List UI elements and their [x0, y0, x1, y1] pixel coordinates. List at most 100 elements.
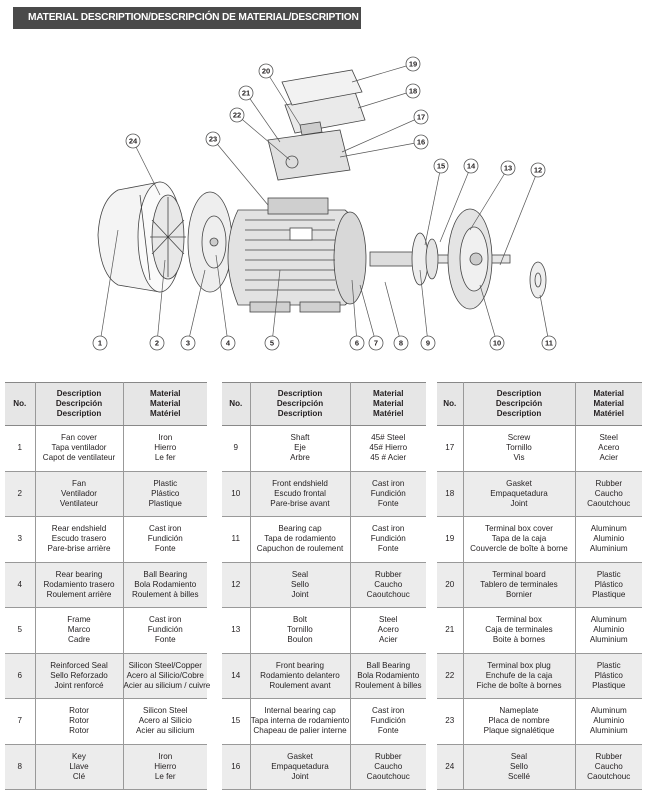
callout-17: 17 [413, 109, 429, 125]
svg-text:24: 24 [129, 137, 138, 146]
exploded-motor-diagram: 1 2 3 4 5 6 7 8 9 10 11 12 13 14 15 16 1… [92, 56, 557, 351]
callout-1: 1 [92, 335, 108, 351]
part-number: 21 [437, 607, 464, 654]
col-header-no: No. [437, 382, 464, 426]
bearing-cap-drawing [529, 261, 547, 299]
svg-text:21: 21 [242, 89, 250, 98]
part-number: 17 [437, 425, 464, 472]
part-number: 11 [222, 516, 251, 563]
part-number: 13 [222, 607, 251, 654]
svg-text:18: 18 [409, 87, 417, 96]
part-number: 23 [437, 698, 464, 745]
callout-22: 22 [229, 107, 245, 123]
part-number: 1 [5, 425, 36, 472]
svg-text:9: 9 [426, 339, 430, 348]
svg-text:11: 11 [545, 339, 553, 348]
rear-endshield-drawing [187, 191, 233, 293]
part-number: 20 [437, 562, 464, 608]
svg-text:2: 2 [155, 339, 159, 348]
frame-drawing [227, 197, 367, 313]
svg-text:22: 22 [233, 111, 241, 120]
fan-drawing [150, 194, 186, 280]
callout-10: 10 [489, 335, 505, 351]
callout-18: 18 [405, 83, 421, 99]
callout-19: 19 [405, 56, 421, 72]
part-number: 18 [437, 471, 464, 517]
part-number: 9 [222, 425, 251, 472]
part-number: 8 [5, 744, 36, 790]
part-number: 6 [5, 653, 36, 699]
part-number: 15 [222, 698, 251, 745]
part-number: 14 [222, 653, 251, 699]
svg-text:7: 7 [374, 339, 378, 348]
callout-21: 21 [238, 85, 254, 101]
part-number: 2 [5, 471, 36, 517]
callout-9: 9 [420, 335, 436, 351]
svg-text:8: 8 [399, 339, 403, 348]
svg-text:16: 16 [417, 138, 425, 147]
part-number: 3 [5, 516, 36, 563]
svg-text:19: 19 [409, 60, 417, 69]
callout-11: 11 [541, 335, 557, 351]
part-number: 19 [437, 516, 464, 563]
svg-text:20: 20 [262, 67, 270, 76]
svg-text:3: 3 [186, 339, 190, 348]
callout-3: 3 [180, 335, 196, 351]
part-number: 16 [222, 744, 251, 790]
svg-text:15: 15 [437, 162, 445, 171]
front-endshield-drawing [447, 208, 493, 310]
callout-6: 6 [349, 335, 365, 351]
